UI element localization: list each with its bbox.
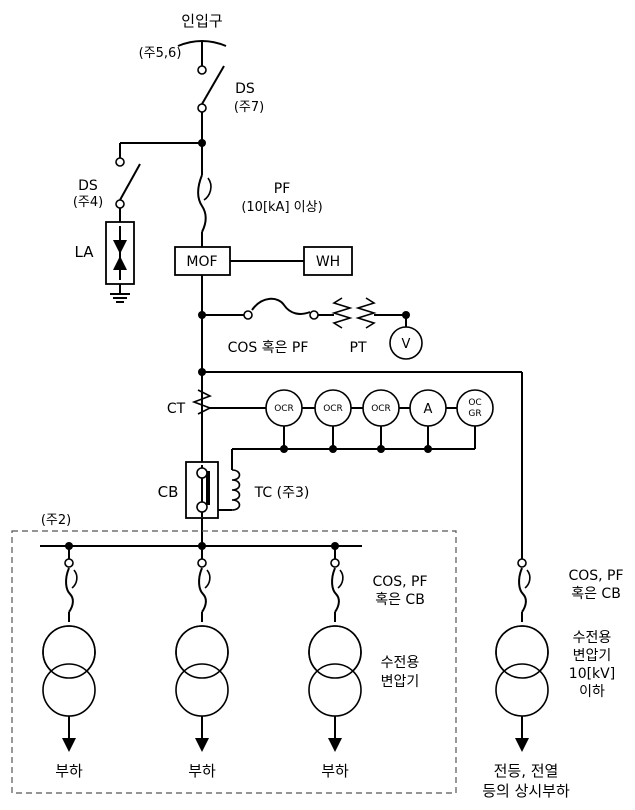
ds-la-label: DS xyxy=(78,178,98,194)
right-transformer-label-2: 변압기 xyxy=(573,648,612,664)
ds-main-blade xyxy=(201,65,225,105)
load1-label: 부하 xyxy=(55,762,83,780)
feeder-switch-label-1: COS, PF xyxy=(372,574,427,590)
voltmeter-icon xyxy=(389,326,423,360)
feeder2-transformer-secondary xyxy=(175,663,229,717)
ocgr-icon xyxy=(456,389,494,427)
ammeter-label: A xyxy=(424,402,433,417)
pf-main xyxy=(197,174,212,247)
right-switch-label-1: COS, PF xyxy=(568,568,623,584)
note2-label: (주2) xyxy=(41,513,71,528)
feeder-transformer-label-2: 변압기 xyxy=(381,674,420,690)
pt-primary-icon xyxy=(331,297,353,329)
right-transformer-label-1: 수전용 xyxy=(573,630,612,646)
right-transformer-label-3: 10[kV] xyxy=(569,666,615,682)
note2-dashed-boundary xyxy=(11,530,457,794)
ct-label: CT xyxy=(167,401,186,417)
voltmeter-label: V xyxy=(402,337,411,352)
pt-secondary-icon xyxy=(355,297,377,329)
cos-right-terminal xyxy=(309,310,319,320)
load3-label: 부하 xyxy=(321,762,349,780)
cb-top-terminal xyxy=(196,467,208,479)
cos-left-terminal xyxy=(243,310,253,320)
ocr2-label: OCR xyxy=(323,404,343,414)
ds-main-label: DS xyxy=(235,81,255,97)
pt-branch xyxy=(198,297,423,360)
pf-label: PF xyxy=(274,181,291,197)
feeder2-switch-icon xyxy=(198,567,207,613)
ocr3-label: OCR xyxy=(371,404,391,414)
feeder1-transformer-secondary xyxy=(42,663,96,717)
note56-label: (주5,6) xyxy=(139,46,182,61)
la-branch xyxy=(105,142,202,303)
tc-label: TC (주3) xyxy=(254,485,310,501)
la-arrow-up xyxy=(113,256,127,270)
note4-label: (주4) xyxy=(73,195,103,210)
ocgr-label-top: OC xyxy=(468,398,481,408)
right-transformer-secondary xyxy=(495,663,549,717)
pf-rating-label: (10[kA] 이상) xyxy=(241,200,322,215)
incoming-section xyxy=(177,40,227,175)
feeder3-transformer-secondary xyxy=(308,663,362,717)
pf-fuse-icon xyxy=(197,174,207,233)
feeder-switch-label-2: 혹은 CB xyxy=(375,592,425,608)
right-load-label-2: 등의 상시부하 xyxy=(482,782,570,800)
ds-la-top-terminal xyxy=(115,157,125,167)
la-label: LA xyxy=(75,243,95,261)
cb-bottom-terminal xyxy=(196,501,208,513)
ds-main-top-terminal xyxy=(197,65,207,75)
pt-label: PT xyxy=(350,340,367,356)
ct-icon xyxy=(191,389,212,415)
cos-pf-label: COS 혹은 PF xyxy=(228,340,309,356)
feeder-right xyxy=(495,558,549,752)
ct-section xyxy=(191,372,494,470)
note7-label: (주7) xyxy=(234,100,264,115)
right-switch-icon xyxy=(518,567,527,613)
inlet-label: 인입구 xyxy=(181,12,222,30)
feeder-transformer-label-1: 수전용 xyxy=(381,655,420,671)
cos-fuse-icon xyxy=(251,297,311,315)
feeder1-switch-icon xyxy=(65,567,74,613)
ds-la-bottom-terminal xyxy=(115,199,125,209)
feeder-1 xyxy=(42,546,96,752)
feeder-3 xyxy=(308,546,362,752)
feeder3-switch-icon xyxy=(331,567,340,613)
load2-label: 부하 xyxy=(188,762,216,780)
mof-label: MOF xyxy=(186,254,217,270)
tc-coil-icon xyxy=(231,469,241,511)
cb-label: CB xyxy=(158,483,179,501)
la-arrow-down xyxy=(113,240,127,254)
right-feeder-tap xyxy=(198,368,523,559)
right-load-label-1: 전등, 전열 xyxy=(494,762,559,780)
right-transformer-label-4: 이하 xyxy=(579,684,605,700)
mof-section xyxy=(174,246,353,370)
wh-label: WH xyxy=(316,254,340,270)
right-switch-label-2: 혹은 CB xyxy=(571,586,621,602)
ds-main-bottom-terminal xyxy=(197,103,207,113)
ocr1-label: OCR xyxy=(274,404,294,414)
wh-box xyxy=(303,246,353,276)
ocgr-label-bottom: GR xyxy=(468,409,481,419)
ds-la-blade xyxy=(119,163,141,201)
feeder-2 xyxy=(175,546,229,752)
cb-section xyxy=(185,461,241,546)
